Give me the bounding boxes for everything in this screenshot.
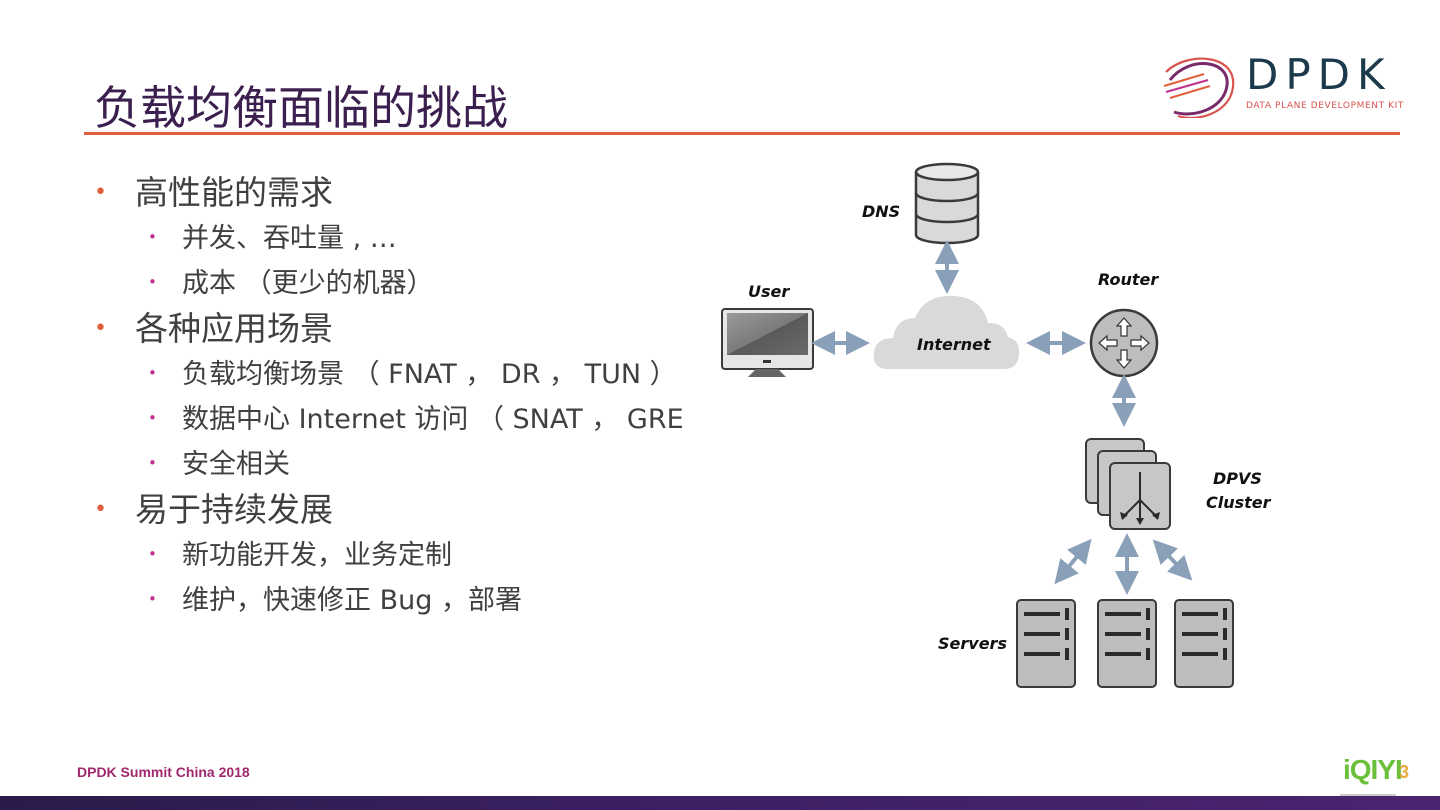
cluster-server3-arrow <box>1152 539 1193 581</box>
cloud-icon <box>873 295 1020 369</box>
connection-arrows <box>811 240 1193 595</box>
database-icon <box>914 162 980 245</box>
internet-label: Internet <box>917 335 992 354</box>
bullet-level2: 数据中心 Internet 访问 （ SNAT ， GRE <box>92 396 712 442</box>
bullet-level2: 并发、吞吐量 , … <box>92 215 712 261</box>
page-number: 3 <box>1399 762 1410 782</box>
slide-title: 负载均衡面临的挑战 <box>94 81 508 135</box>
bullet-level1: 易于持续发展 <box>92 487 712 533</box>
bottom-bar <box>0 796 1440 810</box>
bullet-level2: 成本 （更少的机器） <box>92 260 712 306</box>
bullet-list: 高性能的需求 并发、吞吐量 , … 成本 （更少的机器） 各种应用场景 负载均衡… <box>92 170 712 623</box>
dpdk-swirl-icon <box>1163 57 1235 120</box>
dpvs-label-line2: Cluster <box>1206 493 1272 512</box>
router-icon <box>1089 308 1159 378</box>
load-balancer-cluster-icon <box>1085 438 1171 530</box>
servers-label: Servers <box>938 634 1007 653</box>
monitor-icon <box>721 308 814 377</box>
server-icon <box>1016 599 1076 688</box>
dpvs-label-line1: DPVS <box>1213 469 1262 488</box>
bullet-level2: 负载均衡场景 （ FNAT ， DR ， TUN ） <box>92 351 712 397</box>
bullet-level2: 维护，快速修正 Bug ，部署 <box>92 577 712 623</box>
title-underline <box>84 132 1400 135</box>
bullet-level2: 新功能开发，业务定制 <box>92 532 712 578</box>
footer-event-name: DPDK Summit China 2018 <box>77 764 250 780</box>
bullet-level1: 高性能的需求 <box>92 170 712 216</box>
logo-wordmark: DPDK <box>1246 50 1392 99</box>
network-diagram: DNS User Internet Router DPVS Cluster <box>721 162 1272 688</box>
server-icon <box>1174 599 1234 688</box>
cluster-server1-arrow <box>1054 538 1092 585</box>
bullet-level1: 各种应用场景 <box>92 306 712 352</box>
iqiyi-logo: iQIYI <box>1340 750 1403 796</box>
router-label: Router <box>1098 270 1159 289</box>
user-label: User <box>748 282 790 301</box>
dpdk-logo: DPDK DATA PLANE DEVELOPMENT KIT <box>1160 50 1405 120</box>
server-icon <box>1097 599 1157 688</box>
iqiyi-logo-text: iQIYI <box>1343 754 1403 785</box>
dns-label: DNS <box>862 202 900 221</box>
bullet-level2: 安全相关 <box>92 441 712 487</box>
logo-subtitle: DATA PLANE DEVELOPMENT KIT <box>1246 101 1404 111</box>
